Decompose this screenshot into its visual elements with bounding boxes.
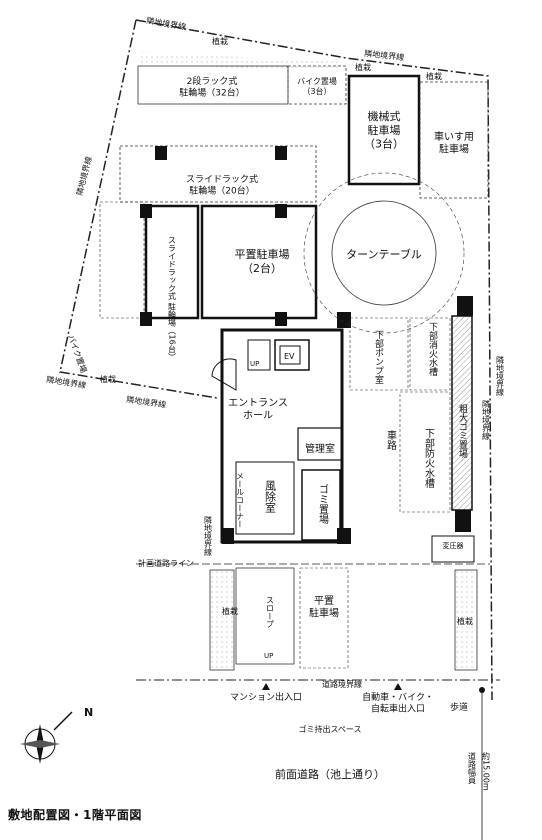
sidewalk-label: 歩道 bbox=[450, 701, 468, 713]
flat-parking-bottom bbox=[299, 567, 349, 669]
ev-shaft bbox=[274, 339, 310, 371]
ev-car bbox=[279, 345, 301, 365]
north-label: N bbox=[84, 706, 93, 719]
bike-parking-left-label: バイク置場 bbox=[66, 333, 89, 374]
ev-label: EV bbox=[284, 352, 295, 361]
flat-parking-bottom-label: 平置駐車場 bbox=[309, 595, 339, 620]
compass-icon bbox=[20, 711, 73, 764]
transformer bbox=[431, 535, 475, 563]
mech-parking-label: 機械式駐車場（3台） bbox=[364, 109, 404, 151]
vehicle-entrance-label: 自動車・バイク・自転車出入口 bbox=[362, 691, 434, 714]
spiral-stair bbox=[211, 358, 237, 391]
drawing-caption: 敷地配置図・1階平面図 bbox=[8, 808, 142, 822]
garbage-space-label: ゴミ持出スペース bbox=[298, 724, 361, 734]
fire-tank-label: 下部消火水槽 bbox=[427, 322, 438, 377]
planting-strip-top bbox=[140, 52, 340, 72]
slide-rack-20-label: スライドラック式駐輪場（20台） bbox=[186, 173, 258, 196]
planting-label-1: 植栽 bbox=[212, 36, 228, 46]
mansion-entrance-arrow bbox=[262, 683, 270, 690]
windbreak-room bbox=[235, 461, 295, 535]
planting-strip-left bbox=[209, 569, 235, 671]
fire-water-label: 下部防火水槽 bbox=[423, 428, 435, 489]
bike-rack-2-label: 2段ラック式駐輪場（32台） bbox=[179, 75, 244, 98]
boundary-label-road-right: 隣地境界線 bbox=[482, 399, 491, 440]
boundary-label-left-lower: 隣地境界線 bbox=[126, 394, 167, 409]
bike-area-left bbox=[99, 201, 145, 319]
turnaround-circle bbox=[303, 172, 465, 334]
planting-strip-right bbox=[454, 569, 478, 671]
planting-label-3: 植栽 bbox=[426, 71, 442, 81]
site-boundary bbox=[135, 19, 493, 701]
boundary-label-top-right: 隣地境界線 bbox=[364, 48, 405, 62]
garbage-label: ゴミ置場 bbox=[317, 483, 329, 525]
planting-label-5: 植栽 bbox=[222, 606, 238, 616]
pump-room-label: 下部ポンプ室 bbox=[373, 330, 384, 384]
boundary-label-left: 隣地境界線 bbox=[74, 155, 93, 196]
management-room bbox=[297, 427, 343, 461]
bike-parking-3-label: バイク置場（3台） bbox=[297, 76, 337, 96]
fire-tank-upper bbox=[409, 317, 451, 391]
boundary-label-top-left: 隣地境界線 bbox=[146, 15, 187, 32]
up-stair-label: UP bbox=[250, 360, 259, 368]
road-width-tick bbox=[479, 687, 485, 693]
slope-up-label: UP bbox=[264, 652, 273, 660]
slide-rack-16-label: スライドラック式 駐輪場（16台） bbox=[168, 236, 177, 361]
bike-parking-3 bbox=[287, 65, 347, 105]
fire-water-tank bbox=[399, 391, 451, 513]
planting-label-6: 植栽 bbox=[457, 616, 473, 626]
planting-label-4: 植栽 bbox=[100, 374, 116, 384]
bulky-garbage bbox=[451, 315, 473, 511]
site-boundary-left bbox=[59, 19, 218, 399]
slide-rack-20 bbox=[119, 145, 317, 203]
wheelchair-parking-label: 車いす用駐車場 bbox=[434, 130, 474, 156]
road-width-value: 約15.00m bbox=[482, 751, 491, 791]
planting-label-2: 植栽 bbox=[355, 62, 371, 72]
driveway-label: 車路 bbox=[385, 429, 397, 451]
windbreak-label: 風除室 bbox=[264, 480, 277, 513]
mailbox-label: メールコーナー bbox=[236, 472, 245, 528]
vehicle-entrance-arrow bbox=[394, 683, 402, 690]
turntable-circle bbox=[331, 200, 437, 306]
front-road-label: 前面道路（池上通り） bbox=[275, 767, 385, 781]
mechanical-parking bbox=[347, 74, 421, 186]
wheelchair-parking bbox=[419, 81, 489, 199]
management-label: 管理室 bbox=[305, 442, 335, 455]
turntable-label: ターンテーブル bbox=[346, 247, 422, 261]
planned-road-line-label: 計画道路ライン bbox=[138, 558, 194, 568]
slide-rack-16 bbox=[144, 204, 200, 320]
stair-block bbox=[247, 339, 271, 371]
boundary-label-right: 隣地境界線 bbox=[496, 355, 505, 396]
mansion-entrance-label: マンション出入口 bbox=[230, 691, 302, 703]
columns bbox=[140, 146, 473, 544]
boundary-label-bottom-left: 隣地境界線 bbox=[46, 374, 87, 390]
road-width-label: 道路幅員 bbox=[468, 751, 477, 785]
garbage-room bbox=[301, 469, 341, 541]
slope-label: スロープ bbox=[266, 596, 275, 628]
road-boundary-label: 道路境界線 bbox=[322, 679, 362, 689]
flat-parking-2-label: 平置駐車場（2台） bbox=[235, 247, 290, 275]
transformer-label: 変圧器 bbox=[443, 541, 464, 550]
bulky-garbage-label: 粗大ゴミ置場 bbox=[457, 403, 468, 459]
boundary-label-road-left: 隣地境界線 bbox=[204, 515, 213, 556]
flat-parking-2 bbox=[200, 204, 318, 320]
entrance-label: エントランスホール bbox=[228, 397, 288, 422]
slope bbox=[235, 567, 295, 665]
